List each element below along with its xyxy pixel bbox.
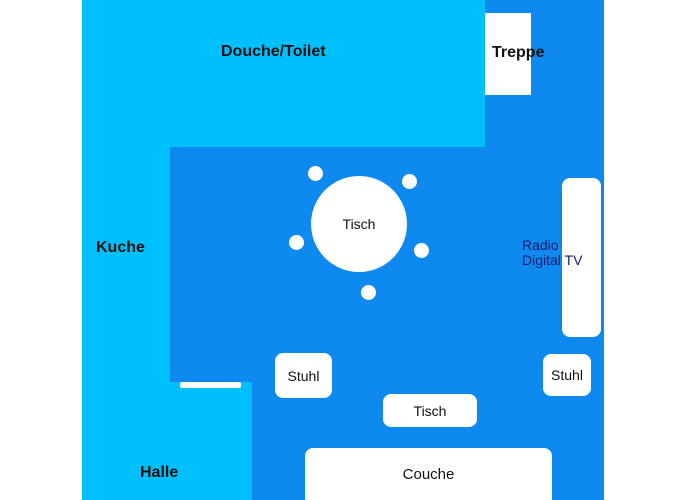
kitchen-room [82,147,170,382]
chair-left: Stuhl [275,353,332,398]
table-chair-dot [402,174,417,189]
round-table-label: Tisch [342,216,376,232]
hall-label: Halle [140,464,179,481]
coffee-table: Tisch [383,394,477,427]
bathroom-label: Douche/Toilet [221,43,326,60]
hall-door [180,382,241,388]
table-chair-dot [361,285,376,300]
chair-left-label: Stuhl [287,367,320,384]
radio-label: Radio [522,237,559,253]
chair-right: Stuhl [543,354,591,396]
chair-right-label: Stuhl [551,367,583,383]
stairs-label: Treppe [492,44,545,61]
hall-room [82,382,252,500]
stairs-area [485,13,531,95]
bathroom-room [82,0,485,147]
table-chair-dot [289,235,304,250]
kitchen-label: Kuche [96,239,145,256]
couch-label: Couche [402,465,455,483]
round-table: Tisch [311,176,407,272]
tv-cabinet [562,178,601,337]
digital-tv-label: Digital TV [522,252,583,268]
table-chair-dot [308,166,323,181]
couch: Couche [305,448,552,500]
coffee-table-label: Tisch [413,402,447,419]
table-chair-dot [414,243,429,258]
